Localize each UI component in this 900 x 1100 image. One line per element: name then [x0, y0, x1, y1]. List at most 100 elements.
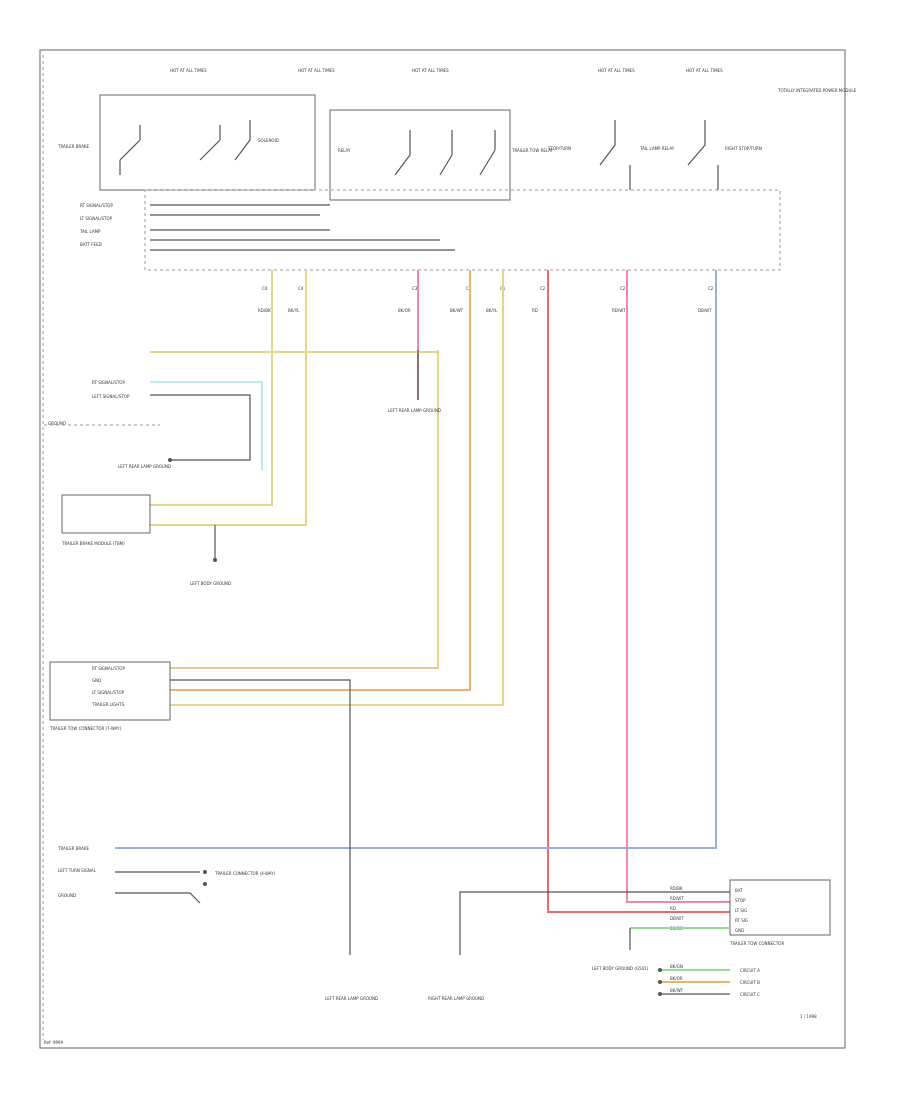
relay-switch-5 — [439, 130, 453, 176]
conn-wire-4: DB/WT — [670, 916, 684, 921]
relay-box-left — [99, 94, 316, 191]
wire-yellow-b — [150, 270, 307, 526]
connector-box — [729, 879, 831, 936]
relay-label-5: STOP/TURN — [548, 146, 571, 151]
wire-red — [547, 270, 730, 913]
right-connector: TRAILER TOW CONNECTOR BAT STOP LT SIG RT… — [629, 879, 831, 950]
tipm-feeds: RT SIGNAL/STOP LT SIGNAL/STOP TAIL LAMP … — [79, 203, 455, 251]
lower-row-3: GROUND — [58, 893, 76, 898]
tipm-pin-1: RT SIGNAL/STOP — [80, 203, 113, 208]
tipm-pin-4: BATT FEED — [80, 242, 102, 247]
socket-pin-3: LT SIGNAL/STOP — [92, 690, 125, 695]
conn-3: C3 — [412, 286, 418, 291]
relay-symbols: TRAILER BRAKE SOLENOID RELAY TRAILER TOW… — [57, 120, 762, 190]
relay-switch-8 — [687, 120, 719, 190]
conn-wire-1: RD/BK — [670, 886, 683, 891]
hot-label-1: HOT AT ALL TIMES — [170, 68, 207, 73]
socket-pin-4: TRAILER LIGHTS — [91, 702, 125, 707]
relay-label-3: RELAY — [338, 148, 351, 153]
lower-module-label: TRAILER CONNECTOR (4-WAY) — [214, 871, 276, 876]
conn-pin-5: GND — [735, 928, 744, 933]
relay-switch-2 — [199, 125, 221, 161]
relay-label-2: SOLENOID — [258, 138, 279, 143]
conn-8: C2 — [708, 286, 714, 291]
wire-pink-2 — [626, 270, 730, 903]
socket-pin-2: GND — [92, 678, 101, 683]
socket-pin-1: RT SIGNAL/STOP — [92, 666, 125, 671]
wire-code-2: BK/YL — [288, 308, 300, 313]
ground-pin-2: BK/OR — [670, 976, 683, 981]
wire-code-1: RD/BK — [258, 308, 271, 313]
wire-yellow-a — [150, 270, 273, 506]
tipm-block — [99, 94, 781, 271]
wire-tan-2 — [170, 270, 504, 706]
conn-pin-3: LT SIG — [735, 908, 747, 913]
tbm-box — [61, 494, 151, 534]
wire-code-7: RD/WT — [612, 308, 626, 313]
tipm-label: TOTALLY INTEGRATED POWER MODULE — [777, 88, 857, 93]
socket-label: TRAILER TOW CONNECTOR (7-WAY) — [49, 726, 121, 731]
wire-blue — [115, 270, 717, 849]
vertical-wires — [115, 270, 730, 913]
lower-row-2: LEFT TURN SIGNAL — [58, 868, 97, 873]
diagram-frame — [39, 49, 846, 1049]
mid-ground-label: LEFT REAR LAMP GROUND — [388, 408, 441, 413]
ground-socket: LEFT BODY GROUND (G501) BK/GN BK/OR BK/W… — [592, 964, 760, 997]
bottom-grounds: LEFT REAR LAMP GROUND RIGHT REAR LAMP GR… — [325, 891, 730, 1001]
top-labels: HOT AT ALL TIMES HOT AT ALL TIMES HOT AT… — [170, 68, 857, 93]
splice-label: LEFT REAR LAMP GROUND — [118, 464, 171, 469]
tipm-dashed-outline — [144, 189, 781, 271]
left-feeds: RT SIGNAL/STOP LEFT SIGNAL/STOP GROUND L… — [44, 380, 263, 470]
relay-label-4: TRAILER TOW RELAY — [511, 148, 554, 153]
wire-code-6: RD — [532, 308, 538, 313]
ground-pin-3: BK/WT — [670, 988, 684, 993]
relay-label-1: TRAILER BRAKE — [57, 144, 90, 149]
conn-pin-4: RT SIG — [735, 918, 748, 923]
conn-1: C4 — [262, 286, 268, 291]
ground-socket-label: LEFT BODY GROUND (G501) — [592, 966, 649, 971]
ref-code: Ref: 9999 — [44, 1040, 64, 1045]
conn-7: C2 — [620, 286, 626, 291]
right-pin-1: CIRCUIT A — [740, 968, 760, 973]
relay-switch-3 — [234, 120, 251, 161]
tbm-label: TRAILER BRAKE MODULE (TBM) — [61, 541, 125, 546]
trailer-socket: RT SIGNAL/STOP GND LT SIGNAL/STOP TRAILE… — [49, 661, 351, 955]
relay-switch-6 — [479, 130, 496, 176]
hot-label-4: HOT AT ALL TIMES — [598, 68, 635, 73]
wire-orange-1 — [170, 270, 471, 691]
wire-codes: RD/BK BK/YL BK/OR BK/WT BK/YL RD RD/WT D… — [258, 308, 712, 313]
conn-4: C1 — [466, 286, 472, 291]
wire-code-3: BK/OR — [398, 308, 411, 313]
lower-left: TRAILER BRAKE LEFT TURN SIGNAL GROUND TR… — [57, 846, 276, 904]
ground-label: GROUND — [48, 421, 66, 426]
trailer-socket-box — [49, 661, 171, 721]
lower-row-1: TRAILER BRAKE — [57, 846, 90, 851]
relay-label-6: TAIL LAMP RELAY — [639, 146, 675, 151]
conn-pin-2: STOP — [735, 898, 746, 903]
wire-code-4: BK/WT — [450, 308, 464, 313]
tipm-pin-3: TAIL LAMP — [79, 229, 101, 234]
hot-label-3: HOT AT ALL TIMES — [412, 68, 449, 73]
conn-wire-3: RD — [670, 906, 676, 911]
conn-6: C2 — [540, 286, 546, 291]
wire-code-5: BK/YL — [486, 308, 498, 313]
wire-code-8: DB/WT — [698, 308, 712, 313]
tipm2-label-2: LEFT SIGNAL/STOP — [92, 394, 130, 399]
tbm-ground: LEFT BODY GROUND — [190, 581, 231, 586]
relay-switch-1 — [119, 125, 141, 175]
tbm-block: TRAILER BRAKE MODULE (TBM) LEFT BODY GRO… — [61, 494, 231, 586]
hot-label-5: HOT AT ALL TIMES — [686, 68, 723, 73]
wire-tan-1 — [170, 350, 439, 669]
wire-yellow-left — [150, 351, 439, 668]
ground-a-label: LEFT REAR LAMP GROUND — [325, 996, 378, 1001]
relay-switch-7 — [599, 120, 631, 190]
tipm-pin-2: LT SIGNAL/STOP — [80, 216, 113, 221]
connector-row: C4 C4 C3 C1 C1 C2 C2 C2 — [262, 286, 714, 291]
conn-2: C4 — [298, 286, 304, 291]
ground-pin-1: BK/GN — [670, 964, 683, 969]
page-code: 1 / 1998 — [800, 1014, 817, 1019]
connector-box-label: TRAILER TOW CONNECTOR — [729, 941, 784, 946]
hot-label-2: HOT AT ALL TIMES — [298, 68, 335, 73]
ground-splice-mid: LEFT REAR LAMP GROUND — [388, 350, 441, 413]
